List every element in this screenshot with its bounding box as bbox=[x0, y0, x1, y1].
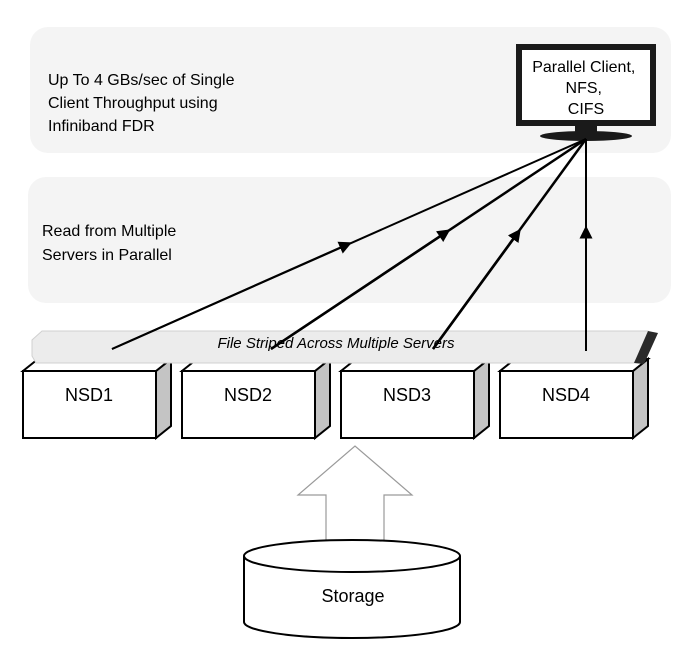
client-line-2: NFS, bbox=[566, 80, 602, 97]
server-box-front bbox=[499, 370, 634, 439]
server-label: NSD4 bbox=[542, 385, 590, 405]
database-cylinder-icon: Storage bbox=[243, 539, 461, 639]
monitor-stand bbox=[540, 131, 632, 141]
server-nsd4: NSD4 bbox=[497, 356, 651, 441]
storage-label: Storage bbox=[321, 586, 384, 606]
parallel-read-panel bbox=[28, 177, 671, 303]
server-box-front bbox=[340, 370, 475, 439]
storage-to-server-arrow bbox=[296, 445, 414, 553]
throughput-line-1: Up To 4 GBs/sec of Single bbox=[48, 72, 235, 89]
client-label: Parallel Client, NFS, CIFS bbox=[532, 59, 640, 118]
server-box-front bbox=[22, 370, 157, 439]
read-arrows bbox=[111, 137, 593, 351]
server-box-side bbox=[314, 356, 331, 441]
server-nsd2: NSD2 bbox=[179, 356, 333, 441]
parallel-read-caption: Read from Multiple Servers in Parallel bbox=[42, 223, 181, 264]
file-stripe-bar: File Striped Across Multiple Servers bbox=[31, 330, 658, 364]
server-box-side bbox=[155, 356, 172, 441]
storage-body bbox=[243, 556, 461, 639]
client-line-3: CIFS bbox=[568, 101, 604, 118]
server-box-side bbox=[473, 356, 490, 441]
server-nsd3: NSD3 bbox=[338, 356, 492, 441]
read-arrow-nsd2-head bbox=[270, 229, 451, 351]
server-box-front bbox=[181, 370, 316, 439]
monitor-icon: Parallel Client, NFS, CIFS bbox=[516, 44, 656, 141]
stripe-bar-edge bbox=[634, 331, 658, 364]
server-label: NSD3 bbox=[383, 385, 431, 405]
server-nsd1: NSD1 bbox=[20, 356, 174, 441]
throughput-caption: Up To 4 GBs/sec of Single Client Through… bbox=[48, 72, 239, 135]
stripe-label: File Striped Across Multiple Servers bbox=[217, 335, 455, 352]
monitor-screen bbox=[522, 50, 650, 120]
storage-top bbox=[243, 539, 461, 573]
throughput-panel bbox=[30, 27, 671, 153]
read-line-2: Servers in Parallel bbox=[42, 247, 172, 264]
read-line-1: Read from Multiple bbox=[42, 223, 176, 240]
monitor-neck bbox=[575, 126, 597, 133]
server-label: NSD1 bbox=[65, 385, 113, 405]
server-box-side bbox=[632, 356, 649, 441]
throughput-line-3: Infiniband FDR bbox=[48, 118, 155, 135]
read-arrow-nsd1-head bbox=[111, 241, 352, 350]
read-arrow-nsd3-head bbox=[431, 228, 521, 350]
server-label: NSD2 bbox=[224, 385, 272, 405]
throughput-line-2: Client Throughput using bbox=[48, 95, 218, 112]
client-line-1: Parallel Client, bbox=[532, 59, 635, 76]
